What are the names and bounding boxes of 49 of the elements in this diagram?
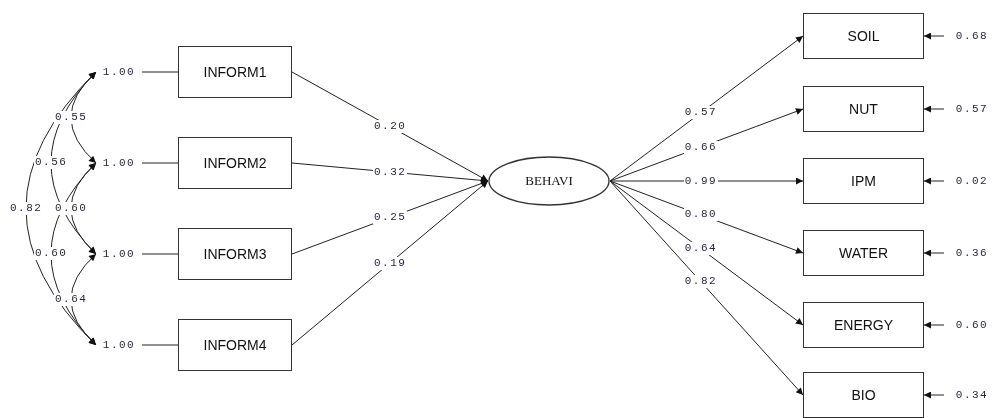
arrow: [291, 180, 489, 346]
variable-box: WATER: [803, 230, 924, 276]
arrow: [923, 105, 945, 113]
arrow: [609, 180, 804, 396]
connector-line: [141, 253, 179, 255]
variance-value: 1.00: [96, 246, 142, 262]
edge-label: 0.19: [373, 256, 408, 270]
latent-label: BEHAVI: [525, 173, 573, 189]
variance-value: 1.00: [96, 337, 142, 353]
arrow: [923, 249, 945, 257]
variance-value: 0.60: [944, 317, 1000, 333]
variable-box: INFORM1: [178, 46, 292, 98]
variable-box: INFORM4: [178, 319, 292, 371]
connector-line: [141, 162, 179, 164]
edge-label: 0.56: [34, 156, 69, 170]
variance-value: 0.34: [944, 387, 1000, 403]
edge-label: 0.25: [373, 211, 408, 224]
arrow: [609, 180, 804, 326]
variable-box: INFORM3: [178, 228, 292, 280]
edge-label: 0.64: [683, 242, 719, 256]
variance-value: 1.00: [96, 155, 142, 171]
correlation-arrow: [70, 162, 97, 255]
edge-label: 0.64: [54, 293, 89, 306]
edge-label: 0.80: [683, 208, 719, 222]
variable-box: ENERGY: [803, 302, 924, 348]
correlation-arrow: [70, 253, 97, 346]
edge-label: 0.66: [683, 140, 719, 154]
variance-value: 0.36: [944, 245, 1000, 261]
arrow: [923, 177, 945, 185]
arrow: [923, 32, 945, 40]
variable-box: NUT: [803, 86, 924, 132]
edge-label: 0.20: [373, 120, 408, 133]
connector-line: [141, 344, 179, 346]
edge-label: 0.55: [54, 111, 89, 124]
variable-box: BIO: [803, 372, 924, 418]
variance-value: 1.00: [96, 64, 142, 80]
variable-box: INFORM2: [178, 137, 292, 189]
variance-value: 0.02: [944, 173, 1000, 189]
variance-value: 0.68: [944, 28, 1000, 44]
arrow: [609, 35, 804, 182]
connector-line: [141, 71, 179, 73]
edge-label: 0.60: [54, 202, 89, 215]
variable-box: SOIL: [803, 13, 924, 59]
arrow: [923, 391, 945, 399]
variable-box: IPM: [803, 158, 924, 204]
variance-value: 0.57: [944, 101, 1000, 117]
edge-label: 0.60: [34, 247, 69, 261]
edge-label: 0.82: [9, 202, 44, 215]
arrow: [923, 321, 945, 329]
